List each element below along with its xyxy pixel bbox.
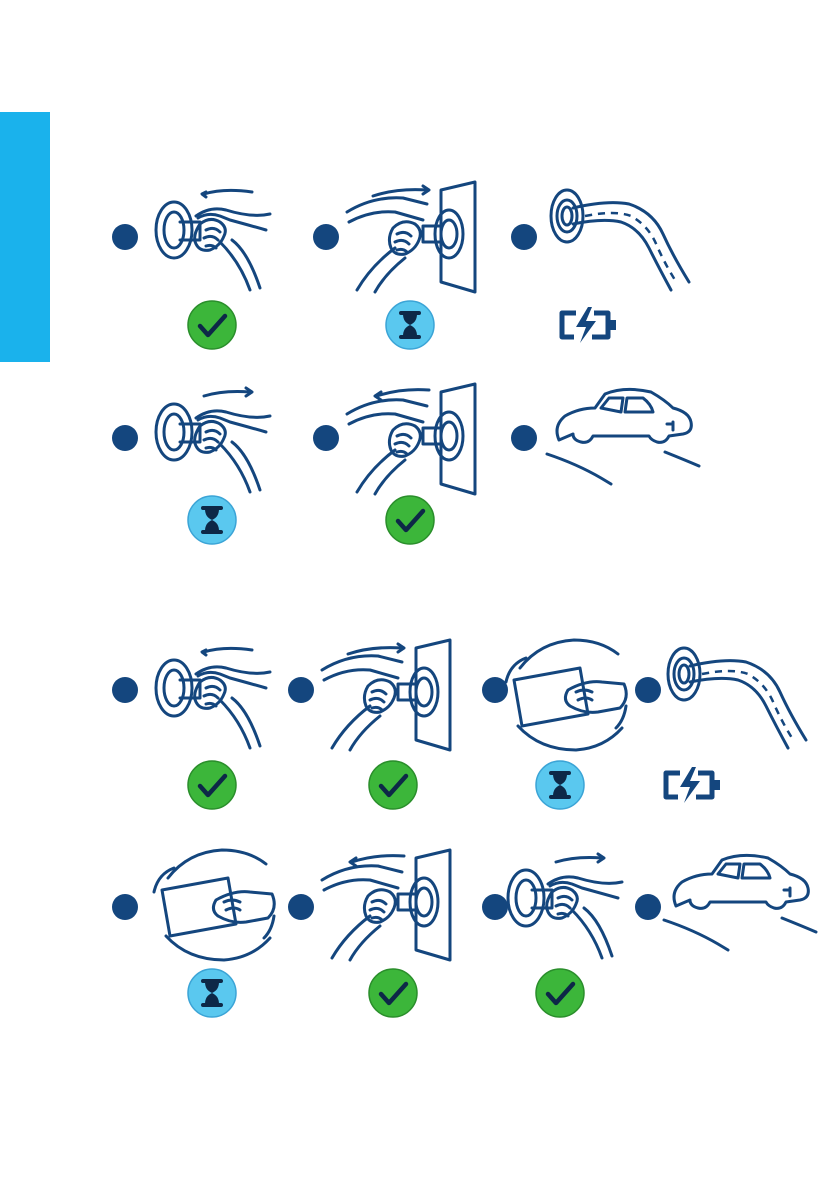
checkmark-icon [384,494,436,546]
battery-charging-icon [556,305,620,345]
plug-into-wall-illustration [345,182,485,294]
present-card-illustration [146,850,286,962]
plug-into-wall-illustration [320,640,460,752]
step-dot [288,894,314,920]
step-dot [313,224,339,250]
unplug-from-car-illustration [146,182,286,294]
step-dot [288,677,314,703]
cable-connected-illustration [662,640,802,752]
checkmark-icon [186,759,238,811]
hourglass-icon [534,759,586,811]
step-dot [635,677,661,703]
step-dot [313,425,339,451]
step-dot [112,894,138,920]
battery-charging-icon [660,765,724,805]
hourglass-icon [384,299,436,351]
checkmark-icon [534,967,586,1019]
unplug-from-car-illustration [146,640,286,752]
present-card-illustration [498,640,638,752]
unplug-from-wall-illustration [320,850,460,962]
step-dot [112,425,138,451]
car-drives-away-illustration [662,850,802,962]
cable-connected-illustration [545,182,685,294]
step-dot [511,425,537,451]
step-dot [511,224,537,250]
plug-into-car-illustration [498,850,638,962]
step-dot [112,677,138,703]
car-drives-away-illustration [545,384,685,496]
side-accent-tab [0,112,50,362]
hourglass-icon [186,494,238,546]
step-dot [635,894,661,920]
step-dot [112,224,138,250]
checkmark-icon [367,759,419,811]
checkmark-icon [186,299,238,351]
checkmark-icon [367,967,419,1019]
hourglass-icon [186,967,238,1019]
unplug-from-wall-illustration [345,384,485,496]
plug-into-car-illustration [146,384,286,496]
